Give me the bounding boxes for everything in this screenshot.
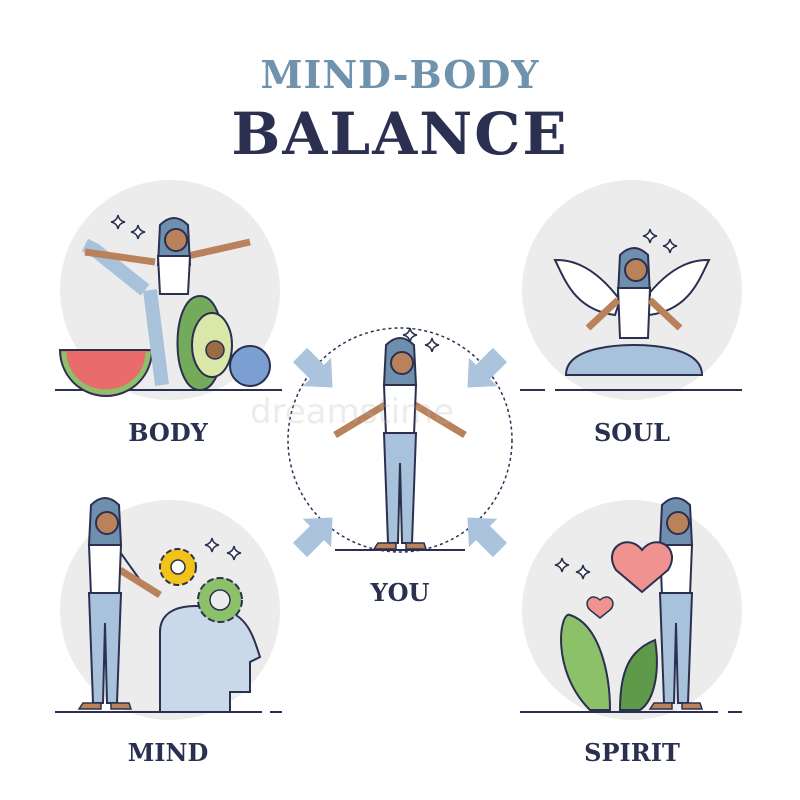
body-illustration [55, 180, 282, 400]
title-line-2: BALANCE [231, 100, 569, 168]
soul-illustration [520, 180, 742, 400]
title-line-1: MIND-BODY [260, 52, 540, 97]
label-spirit: SPIRIT [584, 738, 680, 767]
you-illustration [285, 327, 515, 565]
label-body: BODY [128, 418, 208, 447]
mind-illustration [55, 497, 282, 720]
label-mind: MIND [127, 738, 209, 767]
label-you: YOU [370, 578, 430, 607]
label-soul: SOUL [593, 418, 671, 447]
watermark: dreamstime [250, 392, 455, 432]
spirit-illustration [520, 497, 742, 720]
